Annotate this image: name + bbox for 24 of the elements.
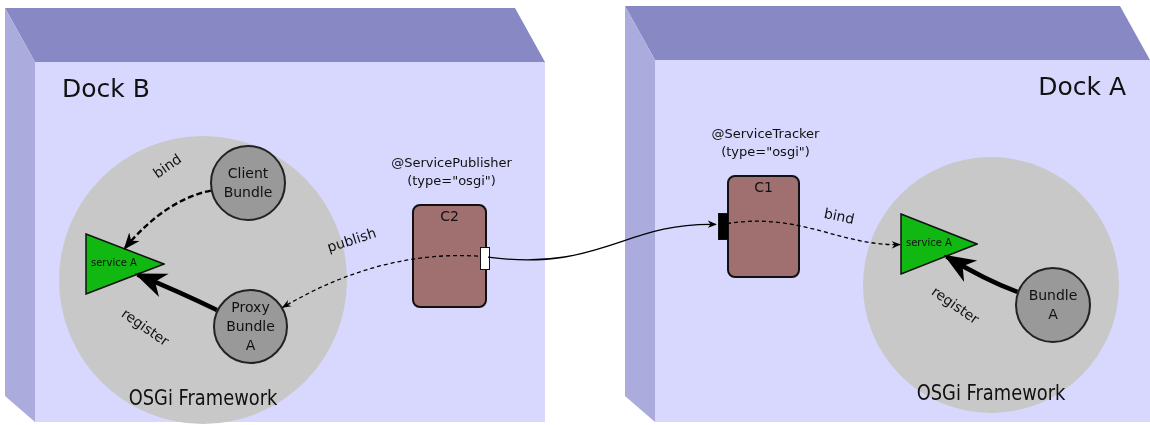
bundle-label: Client Bundle bbox=[222, 164, 274, 202]
port-box bbox=[718, 213, 729, 240]
dock-title: Dock A bbox=[1038, 72, 1126, 101]
component-label: C1 bbox=[753, 179, 774, 195]
component-label: C2 bbox=[439, 208, 460, 224]
arrow bbox=[123, 189, 212, 250]
arrow bbox=[943, 254, 1019, 294]
framework-label: OSGi Framework bbox=[915, 381, 1067, 405]
arrow bbox=[281, 254, 479, 309]
dock-title: Dock B bbox=[62, 74, 150, 103]
port-box bbox=[480, 247, 490, 270]
component-annotation: @ServicePublisher (type="osgi") bbox=[390, 154, 513, 190]
bundle-label: Bundle A bbox=[1027, 286, 1079, 324]
service-triangle bbox=[85, 233, 165, 295]
service-label: service A bbox=[91, 257, 137, 268]
service-label: service A bbox=[906, 237, 952, 248]
arrow bbox=[726, 220, 901, 249]
bundle-label: Proxy Bundle A bbox=[225, 298, 276, 355]
service-triangle bbox=[900, 213, 978, 275]
edge-label: bind bbox=[822, 205, 856, 227]
arrow bbox=[487, 220, 717, 261]
arrow bbox=[134, 272, 218, 313]
framework-label: OSGi Framework bbox=[127, 386, 279, 410]
component-annotation: @ServiceTracker (type="osgi") bbox=[710, 125, 821, 161]
